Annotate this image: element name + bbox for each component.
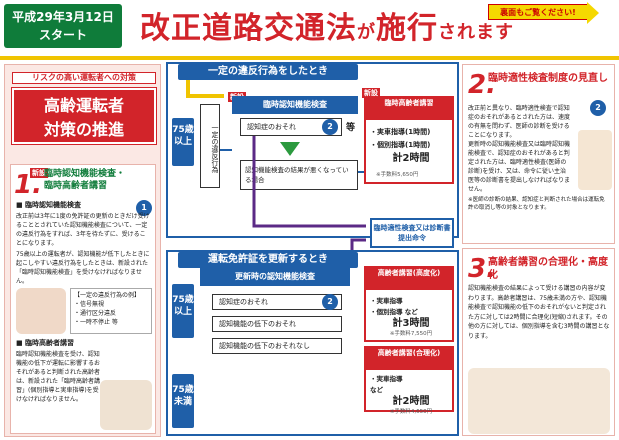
- title-part-d: されます: [438, 22, 514, 43]
- result-dementia: 認知症のおそれ: [212, 294, 342, 310]
- example-item: ・信号無視: [74, 301, 105, 308]
- section1-heading-line2: 臨時高齢者講習: [44, 181, 108, 191]
- lecture-fee: ※手数料7,550円: [389, 331, 433, 337]
- new-badge: 新設: [30, 168, 48, 178]
- lecture-fee: ※手数料5,650円: [376, 172, 419, 178]
- temp-lecture-heading: 臨時高齢者講習: [366, 98, 452, 120]
- flow1-header: 一定の違反行為をしたとき: [178, 64, 358, 80]
- violation-examples: 【一定の違反行為の例】 ・信号無視 ・通行区分違反 ・一時不停止 等: [70, 288, 152, 334]
- aptitude-test-box: 臨時適性検査又は診断書提出命令: [370, 218, 454, 248]
- start-text: スタート: [38, 28, 87, 42]
- result-decline: 認知機能の低下のおそれ: [212, 316, 342, 332]
- example-item: ・一時不停止 等: [74, 319, 118, 326]
- section2-text2: 更新時の認知機能検査又は臨時認知機能検査で、認知症のおそれがあると判定された方は…: [468, 141, 571, 193]
- lecture-time: 計2時間: [392, 153, 430, 164]
- temp-check-text2: 75歳以上の運転者が、認知機能が低下したときに起こしやすい違反行為をしたときは、…: [16, 251, 150, 285]
- title-part-b: が: [357, 22, 376, 43]
- lecture-item: ・実車指導: [370, 375, 403, 383]
- result-box: 認知機能検査の結果が悪くなっている場合: [240, 160, 358, 190]
- section2-note: ※医師の診断の結果、認知症と判断された場合は運転免許の取消し等の対象となります。: [468, 197, 605, 211]
- lecture-item: ・実車指導: [370, 297, 403, 305]
- renewal-check-box: 更新時の認知機能検査: [200, 268, 350, 286]
- section2-heading: 臨時適性検査制度の見直し: [488, 73, 608, 84]
- classroom-illustration: [468, 368, 610, 434]
- rational-lecture-content: ・実車指導 など 計2時間 ※手数料4,650円: [370, 374, 452, 418]
- examples-title: 【一定の違反行為の例】: [74, 292, 141, 299]
- left-subtitle: リスクの高い運転者への対策: [12, 72, 156, 84]
- temp-lecture-text: 臨時認知機能検査を受け、認知機能の低下が運転に影響するおそれがあると判断された高…: [16, 351, 101, 403]
- advanced-lecture-heading: 高齢者講習(高度化): [366, 268, 452, 290]
- etc-text: 等: [346, 123, 356, 133]
- main-title-line1: 高齢運転者: [43, 96, 124, 115]
- example-item: ・通行区分違反: [74, 310, 117, 317]
- date-text: 平成29年3月12日: [12, 10, 114, 24]
- badge-2-icon: 2: [322, 294, 338, 310]
- lecture-time: 計2時間: [392, 396, 430, 407]
- section3-number: 3.: [468, 254, 496, 284]
- age-under-75: 75歳未満: [172, 374, 194, 428]
- new-badge: 新設: [362, 88, 380, 98]
- section1-heading-line1: 臨時認知機能検査・: [44, 169, 126, 179]
- dementia-risk-box: 認知症のおそれ: [240, 118, 342, 136]
- page-title: 改正道路交通法が施行されます: [140, 6, 585, 52]
- badge-2-icon: 2: [322, 119, 338, 135]
- left-main-title: 高齢運転者 対策の推進: [11, 87, 157, 145]
- lecture-item: ・個別指導 など: [370, 308, 418, 316]
- lecture-item: ・個別指導(1時間): [370, 141, 431, 149]
- temp-lecture-content: ・実車指導(1時間) ・個別指導(1時間) 計2時間: [370, 126, 452, 165]
- title-part-a: 改正道路交通法: [140, 11, 357, 46]
- main-title-line2: 対策の推進: [43, 120, 124, 139]
- lecture-item: など: [370, 386, 383, 394]
- title-part-c: 施行: [376, 11, 438, 46]
- temp-check-title: ■ 臨時認知機能検査: [16, 201, 82, 209]
- age-75-plus: 75歳以上: [172, 284, 194, 338]
- temp-lecture-title: ■ 臨時高齢者講習: [16, 339, 75, 347]
- lecture-fee: ※手数料4,650円: [389, 409, 433, 415]
- advanced-lecture-content: ・実車指導 ・個別指導 など 計3時間 ※手数料7,550円: [370, 296, 452, 340]
- temp-check-text: 改正前は3年に1度の免許証の更新のときだけ受けることとされていた認知機能検査につ…: [16, 213, 150, 247]
- temp-check-box: 臨時認知機能検査: [232, 96, 358, 114]
- section2-text1: 改正前と異なり、臨時適性検査で認知症のおそれがあるとされた方は、速度の有無を問わ…: [468, 105, 571, 139]
- result-no-decline: 認知機能の低下のおそれなし: [212, 338, 342, 354]
- violation-box: 一定の違反行為: [200, 104, 220, 188]
- lecture-item: ・実車指導(1時間): [370, 128, 431, 136]
- lecture-time: 計3時間: [392, 318, 430, 329]
- age-75-plus: 75歳以上: [172, 118, 194, 166]
- section3-text: 認知機能検査の結果によって受ける講習の内容が変わります。高齢者講習は、75歳未満…: [468, 285, 610, 340]
- date-badge: 平成29年3月12日 スタート: [4, 4, 122, 48]
- flow2-header: 運転免許証を更新するとき: [178, 252, 358, 268]
- down-arrow-icon: [280, 142, 300, 156]
- instructor-illustration: [100, 380, 152, 430]
- elderly-illustration: [16, 288, 66, 334]
- header-divider: [0, 56, 619, 60]
- section3-heading: 高齢者講習の合理化・高度化: [488, 257, 608, 281]
- rational-lecture-heading: 高齢者講習(合理化): [366, 348, 452, 370]
- badge-1-icon: 1: [136, 200, 152, 216]
- doctor-illustration: [578, 130, 612, 190]
- back-side-note: 裏面もご覧ください!: [488, 2, 599, 24]
- section1-heading: 臨時認知機能検査・ 臨時高齢者講習: [44, 168, 154, 192]
- badge-2-icon: 2: [590, 100, 606, 116]
- section2-number: 2.: [468, 70, 496, 100]
